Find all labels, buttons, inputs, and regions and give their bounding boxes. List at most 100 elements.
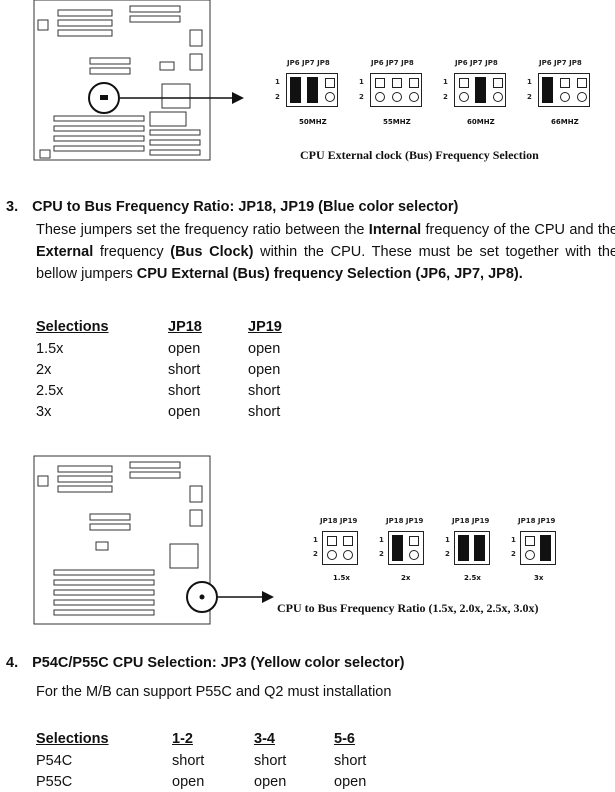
section-4-heading: 4. P54C/P55C CPU Selection: JP3 (Yellow … (6, 655, 404, 671)
bus-frequency-jumper-group: JP6 JP7 JP8 1 2 50MHZ JP6 JP7 JP8 1 2 55… (270, 58, 615, 158)
pin-number-2: 2 (359, 93, 364, 101)
jumper-option-2-5x: JP18 JP19 1 2 2.5x (437, 516, 503, 586)
option-label: 60MHZ (467, 118, 495, 126)
col-header: JP18 (168, 319, 202, 335)
jumper-option-50mhz: JP6 JP7 JP8 1 2 50MHZ (270, 58, 345, 133)
col-header: Selections (36, 731, 109, 747)
table-cell: open (334, 773, 367, 790)
col-header: JP19 (248, 319, 282, 335)
table-row: P54C short short short (36, 750, 414, 771)
motherboard-diagram-1 (0, 0, 245, 165)
table-cell: short (248, 403, 281, 420)
jumper-header-label: JP18 JP19 (386, 517, 424, 525)
option-label: 50MHZ (299, 118, 327, 126)
pin-number-1: 1 (313, 536, 318, 544)
pin-jp19-2 (409, 550, 419, 560)
pin-jp8-1 (577, 78, 587, 88)
para-bold: Internal (368, 222, 422, 238)
jumper-cap-jp19 (474, 535, 485, 561)
col-header: Selections (36, 319, 109, 335)
pin-number-2: 2 (379, 550, 384, 558)
para-bold: CPU External (Bus) frequency Selection (… (136, 266, 523, 282)
pin-number-2: 2 (275, 93, 280, 101)
table-row: 1.5x open open (36, 338, 328, 359)
section-number: 4. (6, 655, 19, 671)
table-cell: open (168, 403, 201, 420)
col-header: 5-6 (334, 731, 355, 747)
pin-jp8-1 (409, 78, 419, 88)
pin-jp8-2 (409, 92, 419, 102)
option-label: 2.5x (464, 574, 481, 582)
table-cell: short (254, 752, 287, 769)
jumper-cap-jp7 (307, 77, 318, 103)
pin-jp6-2 (375, 92, 385, 102)
section-title: CPU to Bus Frequency Ratio: JP18, JP19 (… (32, 199, 459, 215)
option-label: 3x (534, 574, 544, 582)
table-cell: short (248, 382, 281, 399)
table-row: 3x open short (36, 401, 328, 422)
table-cell: open (248, 361, 281, 378)
pin-number-1: 1 (275, 78, 280, 86)
jumper-option-2x: JP18 JP19 1 2 2x (371, 516, 437, 586)
para-text: within the CPU. These must be set togeth… (36, 244, 615, 282)
pin-jp8-1 (325, 78, 335, 88)
pin-number-2: 2 (527, 93, 532, 101)
table-header-row: Selections 1-2 3-4 5-6 (36, 728, 414, 750)
section-3-description: These jumpers set the frequency ratio be… (36, 219, 615, 285)
table-cell: P54C (36, 752, 73, 769)
jumper-header-label: JP18 JP19 (320, 517, 358, 525)
pin-jp19-1 (343, 536, 353, 546)
jumper-header-label: JP18 JP19 (518, 517, 556, 525)
ratio-jumper-group: JP18 JP19 1 2 1.5x JP18 JP19 1 2 2x JP18… (305, 516, 605, 591)
pin-number-1: 1 (379, 536, 384, 544)
table-cell: open (172, 773, 205, 790)
table-header-row: Selections JP18 JP19 (36, 316, 328, 338)
pin-jp18-1 (525, 536, 535, 546)
table-cell: open (168, 340, 201, 357)
pin-jp18-1 (327, 536, 337, 546)
pin-number-2: 2 (443, 93, 448, 101)
pin-jp19-1 (409, 536, 419, 546)
jumper-header-label: JP6 JP7 JP8 (371, 59, 414, 67)
pin-jp8-2 (577, 92, 587, 102)
para-text: frequency (93, 244, 171, 260)
col-header: 3-4 (254, 731, 275, 747)
pin-jp7-1 (560, 78, 570, 88)
pin-jp18-2 (525, 550, 535, 560)
pin-number-1: 1 (445, 536, 450, 544)
pin-jp6-1 (375, 78, 385, 88)
para-text: frequency of the CPU and the (421, 222, 615, 238)
jumper-header-label: JP6 JP7 JP8 (539, 59, 582, 67)
table-cell: 3x (36, 403, 52, 420)
jumper-option-3x: JP18 JP19 1 2 3x (503, 516, 569, 586)
ratio-selection-table: Selections JP18 JP19 1.5x open open 2x s… (36, 316, 328, 422)
table-cell: 2.5x (36, 382, 64, 399)
jumper-cap-jp6 (542, 77, 553, 103)
section-title: P54C/P55C CPU Selection: JP3 (Yellow col… (32, 655, 405, 671)
pin-jp8-2 (493, 92, 503, 102)
jumper-header-label: JP6 JP7 JP8 (287, 59, 330, 67)
jumper-cap-jp18 (458, 535, 469, 561)
pin-jp7-1 (392, 78, 402, 88)
table-cell: short (172, 752, 205, 769)
table-row: 2x short open (36, 359, 328, 380)
section-4-note: For the M/B can support P55C and Q2 must… (36, 684, 392, 700)
figure-caption-bus-frequency: CPU External clock (Bus) Frequency Selec… (300, 148, 539, 162)
jumper-option-60mhz: JP6 JP7 JP8 1 2 60MHZ (438, 58, 513, 133)
jumper-cap-jp7 (475, 77, 486, 103)
table-cell: short (168, 382, 201, 399)
figure-caption-ratio: CPU to Bus Frequency Ratio (1.5x, 2.0x, … (277, 601, 539, 615)
table-cell: short (168, 361, 201, 378)
option-label: 2x (401, 574, 411, 582)
table-row: P55C open open open (36, 771, 414, 792)
pin-jp8-1 (493, 78, 503, 88)
section-3-heading: 3. CPU to Bus Frequency Ratio: JP18, JP1… (6, 199, 458, 215)
jumper-option-1-5x: JP18 JP19 1 2 1.5x (305, 516, 371, 586)
pin-number-1: 1 (511, 536, 516, 544)
jumper-cap-jp19 (540, 535, 551, 561)
pin-jp18-2 (327, 550, 337, 560)
jumper-cap-jp6 (290, 77, 301, 103)
pin-number-2: 2 (313, 550, 318, 558)
pin-jp8-2 (325, 92, 335, 102)
pin-number-2: 2 (445, 550, 450, 558)
